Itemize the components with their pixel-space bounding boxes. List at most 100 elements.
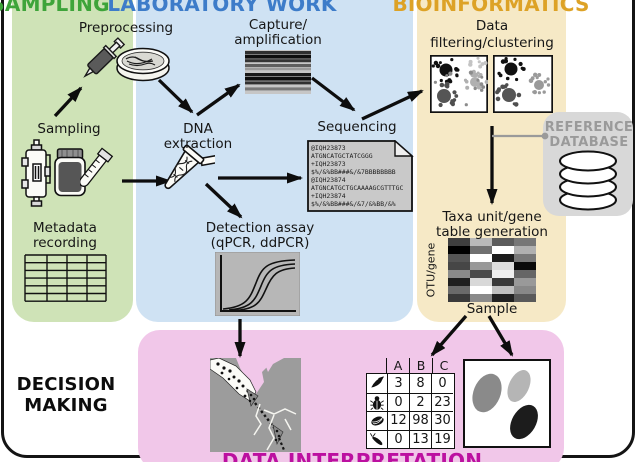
gel-electrophoresis-icon bbox=[245, 50, 311, 94]
heatmap-cell bbox=[448, 270, 470, 278]
fastq-line: $%/&%BB###&/&7BBBBBBBB bbox=[311, 168, 396, 176]
heatmap-cell bbox=[492, 270, 514, 278]
reference-database-label-line2: DATABASE bbox=[549, 135, 629, 150]
fastq-line: @IQH23874 bbox=[311, 176, 346, 184]
fastq-line: +IQH23873 bbox=[311, 160, 346, 168]
laboratory-work-title: LABORATORY WORK bbox=[107, 0, 337, 16]
reference-database-label-line1: REFERENCE bbox=[544, 120, 634, 135]
heatmap-cell bbox=[492, 278, 514, 286]
heatmap-cell bbox=[514, 270, 536, 278]
species-table-col-a: A bbox=[386, 358, 409, 373]
petri-dish-icon bbox=[116, 47, 170, 82]
filtering-label-line2: filtering/clustering bbox=[430, 35, 554, 51]
sampling-label: Sampling bbox=[37, 121, 101, 137]
heatmap-cell bbox=[492, 286, 514, 294]
fastq-line: +IQH23874 bbox=[311, 192, 346, 200]
cluster-plot-raw-icon bbox=[430, 55, 488, 113]
heatmap-cell bbox=[514, 254, 536, 262]
detection-assay-label-line1: Detection assay bbox=[205, 220, 315, 236]
heatmap-cell bbox=[470, 270, 492, 278]
species-table-header: A B C bbox=[366, 358, 455, 373]
map-icon bbox=[210, 358, 301, 452]
heatmap-cell bbox=[470, 286, 492, 294]
table-cell: 0 bbox=[387, 392, 409, 412]
heatmap-cell bbox=[514, 238, 536, 246]
heatmap-cell bbox=[448, 238, 470, 246]
metadata-label-line1: Metadata bbox=[33, 220, 97, 236]
fastq-line: $%/&%BB###&/&7/&%BB/&% bbox=[311, 200, 396, 208]
detection-assay-label-line2: (qPCR, ddPCR) bbox=[210, 235, 310, 251]
fastq-file-icon: @IQH23873 ATGNCATGCTATCGGG +IQH23873 $%/… bbox=[307, 140, 414, 212]
heatmap-cell bbox=[514, 246, 536, 254]
bioinformatics-title: BIOINFORMATICS bbox=[392, 0, 590, 16]
table-cell: 23 bbox=[431, 392, 453, 412]
sampling-title: SAMPLING bbox=[0, 0, 110, 16]
table-cell: 0 bbox=[431, 374, 453, 393]
fastq-line: ATGNCATGCTGCAAAAGCGTTTGC bbox=[311, 184, 403, 192]
water-sampler-icon bbox=[21, 139, 51, 207]
heatmap-cell bbox=[492, 254, 514, 262]
heatmap-cell bbox=[492, 294, 514, 302]
table-cell: 8 bbox=[409, 374, 431, 393]
collection-tube-icon bbox=[80, 147, 114, 187]
species-table-corner bbox=[366, 358, 386, 373]
preprocessing-label: Preprocessing bbox=[78, 20, 174, 36]
decision-making-label-line2: MAKING bbox=[24, 395, 108, 416]
species-table-col-c: C bbox=[432, 358, 455, 373]
cluster-plot-filtered-icon bbox=[493, 55, 553, 113]
data-interpretation-title: DATA INTERPRETATION bbox=[221, 449, 483, 462]
capture-label-line2: amplification bbox=[234, 32, 322, 48]
heatmap-cell bbox=[448, 278, 470, 286]
table-cell: 12 bbox=[387, 411, 409, 430]
fastq-line: ATGNCATGCTATCGGG bbox=[311, 152, 373, 160]
heatmap-cell bbox=[514, 262, 536, 270]
decision-making-label-line1: DECISION bbox=[16, 374, 116, 395]
sample-axis-label: Sample bbox=[466, 301, 518, 317]
heatmap-icon bbox=[448, 238, 536, 302]
heatmap-cell bbox=[492, 238, 514, 246]
heatmap-cell bbox=[448, 254, 470, 262]
table-cell: 98 bbox=[409, 411, 431, 430]
heatmap-cell bbox=[470, 262, 492, 270]
heatmap-cell bbox=[448, 246, 470, 254]
heatmap-cell bbox=[470, 246, 492, 254]
dna-extraction-label-line2: extraction bbox=[163, 136, 233, 152]
capture-label-line1: Capture/ bbox=[248, 17, 308, 33]
heatmap-cell bbox=[470, 294, 492, 302]
table-cell: 0 bbox=[387, 429, 409, 449]
table-cell: 13 bbox=[409, 429, 431, 449]
species-table-col-b: B bbox=[409, 358, 432, 373]
table-cell: 3 bbox=[387, 374, 409, 393]
table-cell: 19 bbox=[431, 429, 453, 449]
crayfish-icon bbox=[367, 429, 387, 449]
heatmap-cell bbox=[514, 294, 536, 302]
filtering-label-line1: Data bbox=[475, 18, 509, 34]
table-cell: 30 bbox=[431, 411, 453, 430]
heatmap-cell bbox=[448, 262, 470, 270]
species-table-body: 3 8 0 0 2 23 12 98 30 0 13 19 bbox=[366, 373, 455, 450]
heatmap-cell bbox=[514, 286, 536, 294]
otu-gene-axis-label: OTU/gene bbox=[424, 242, 438, 298]
fish-icon bbox=[367, 374, 387, 393]
metadata-label-line2: recording bbox=[33, 235, 97, 251]
species-table: A B C 3 8 0 0 2 23 12 98 30 bbox=[366, 358, 455, 450]
heatmap-cell bbox=[470, 254, 492, 262]
database-icon bbox=[559, 150, 617, 211]
fastq-line: @IQH23873 bbox=[311, 144, 346, 152]
mussel-icon bbox=[367, 411, 387, 430]
table-cell: 2 bbox=[409, 392, 431, 412]
taxa-table-label-line2: table generation bbox=[436, 224, 548, 240]
heatmap-cell bbox=[448, 286, 470, 294]
filter-syringe-icon bbox=[83, 37, 126, 78]
ordination-plot-icon bbox=[463, 359, 551, 448]
heatmap-cell bbox=[492, 246, 514, 254]
metadata-grid-icon bbox=[24, 254, 107, 302]
sequencing-label: Sequencing bbox=[317, 119, 397, 135]
qpcr-curve-icon bbox=[215, 252, 300, 316]
heatmap-cell bbox=[514, 278, 536, 286]
heatmap-cell bbox=[492, 262, 514, 270]
taxa-table-label-line1: Taxa unit/gene bbox=[442, 209, 542, 225]
beetle-icon bbox=[367, 392, 387, 412]
heatmap-cell bbox=[470, 278, 492, 286]
